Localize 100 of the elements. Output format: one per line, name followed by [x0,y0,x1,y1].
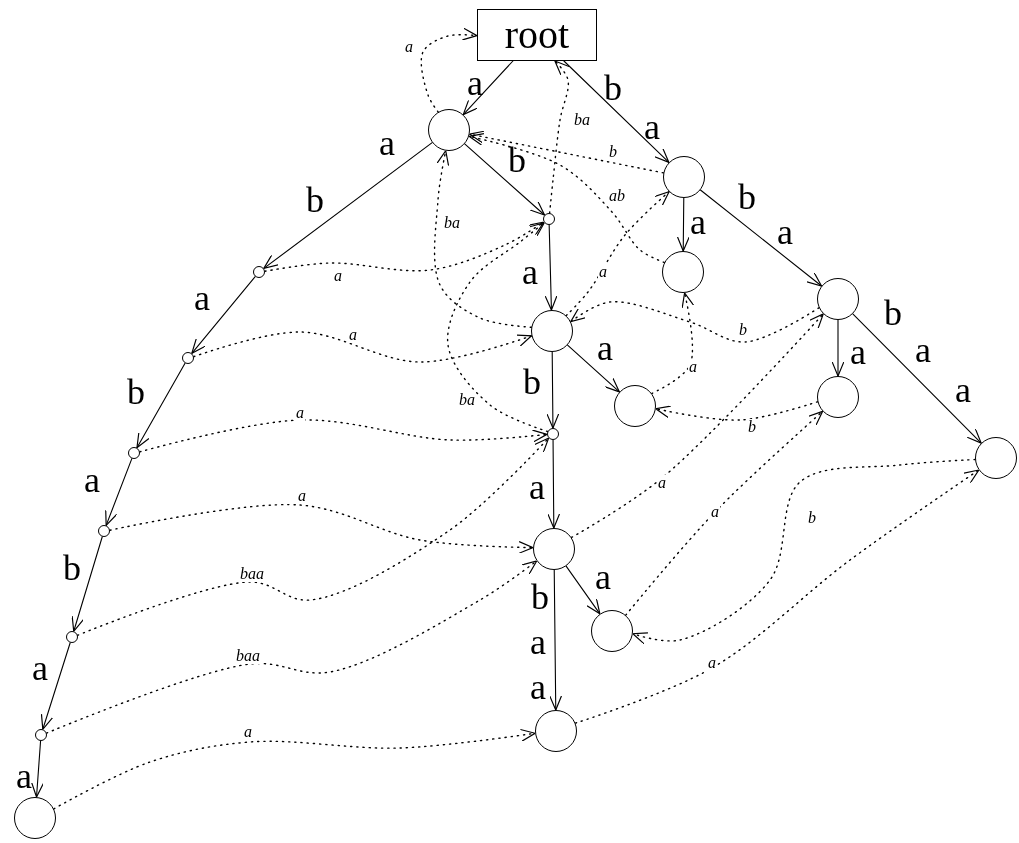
suffix-link-arrow [433,150,533,328]
edge-letter: a [194,280,210,316]
tree-edge-arrow [31,740,44,798]
tree-edge-arrow [464,143,546,216]
tree-edge-arrow [549,569,563,711]
suffix-link-arrow [193,331,533,363]
edge-letter: b [604,70,622,106]
tree-edge-arrow [263,142,433,269]
edge-letter: a [595,559,611,595]
edge-label: b [747,419,757,435]
suffix-link-arrow [574,469,980,724]
state-node-circle [975,437,1017,479]
edge-letter: b [531,579,549,615]
implicit-node-dot [182,352,194,364]
state-node-circle [533,528,575,570]
edge-label: b [738,322,748,338]
edge-label: ba [458,392,476,408]
implicit-node-dot [547,428,559,440]
edge-letter: a [529,469,545,505]
tree-edge-arrow [191,276,256,354]
edge-letter: a [530,624,546,660]
suffix-link-arrow [655,401,819,421]
edge-letter: b [508,142,526,178]
suffix-link-arrow [570,313,824,539]
edge-label: a [710,504,720,520]
edge-label: ba [443,215,461,231]
suffix-link-arrow [109,503,534,554]
edge-label: a [657,475,667,491]
edge-letter: a [467,65,483,101]
suffix-link-arrow [53,728,536,810]
edge-letter: a [915,332,931,368]
tree-edge-arrow [563,60,670,163]
suffix-link-arrow [570,301,820,343]
suffix-link-arrow [420,27,478,113]
tree-edge-arrow [852,313,982,444]
suffix-link-arrow [139,419,548,453]
tree-edge-arrow [547,439,561,529]
edge-letter: a [530,669,546,705]
edge-label: b [608,144,618,160]
state-node-circle [428,109,470,151]
implicit-node-dot [66,631,78,643]
edge-letter: b [63,550,81,586]
edge-letter: a [777,214,793,250]
tree-edge-arrow [831,319,845,377]
implicit-node-dot [543,213,555,225]
suffix-link-arrow [548,60,570,214]
edge-label: ba [573,112,591,128]
edge-label: a [688,359,698,375]
tree-edge-arrow [71,536,103,632]
suffix-link-arrow [468,130,665,174]
edge-letter: a [597,330,613,366]
edge-letter: b [738,179,756,215]
state-node-circle [531,310,573,352]
tree-edge-arrow [462,60,514,116]
tree-edge-arrow [546,351,560,429]
suffix-link-arrow [625,410,824,616]
suffix-link-arrow [632,458,976,645]
edge-letter: a [379,125,395,161]
edge-letter: a [16,758,32,794]
edge-letter: a [644,109,660,145]
suffix-link-arrow [446,222,549,433]
state-node-circle [614,385,656,427]
tree-edge-arrow [565,565,601,615]
edge-letter: a [522,254,538,290]
edge-letter: a [850,334,866,370]
edge-letter: a [32,650,48,686]
edge-letter: a [690,204,706,240]
suffix-link-arrow [565,191,670,317]
implicit-node-dot [128,447,140,459]
edge-letter: b [127,374,145,410]
tree-edge-arrow [544,224,558,311]
edge-letter: b [306,182,324,218]
implicit-node-dot [253,266,265,278]
edge-letter: b [523,364,541,400]
edge-label: a [598,264,608,280]
edge-label: ab [608,188,626,204]
edge-label: b [807,510,817,526]
suffix-link-arrow [264,221,545,272]
root-box: root [477,9,597,61]
state-node-circle [14,797,56,839]
state-node-circle [591,610,633,652]
implicit-node-dot [98,525,110,537]
suffix-link-arrow [77,437,550,636]
tree-edge-arrow [699,189,823,287]
suffix-link-arrow [46,560,538,734]
state-node-circle [662,251,704,293]
edge-letter: b [884,295,902,331]
tree-edge-arrow [676,197,690,252]
edge-letter: a [955,372,971,408]
tree-edge-arrow [105,458,133,526]
edge-label: baa [235,648,261,664]
edge-letter: a [84,462,100,498]
suffix-link-arrow [468,133,665,264]
state-node-circle [817,278,859,320]
state-node-circle [535,710,577,752]
state-node-circle [817,376,859,418]
edge-label: baa [239,566,265,582]
implicit-node-dot [35,729,47,741]
tree-edge-arrow [136,362,186,449]
tree-edge-arrow [567,344,620,393]
